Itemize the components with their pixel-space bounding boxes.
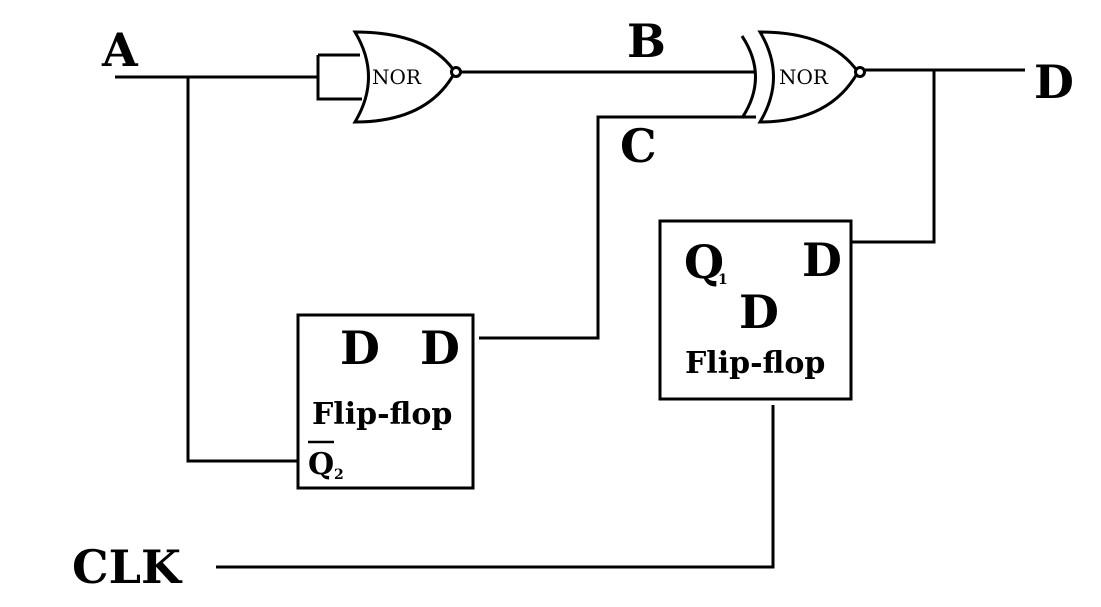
nor-gate-2	[757, 30, 860, 124]
flipflop-right-q-subscript: 1	[718, 272, 728, 288]
flipflop-right-letter-1: D	[802, 233, 842, 287]
wire-d-feedback	[851, 70, 936, 244]
flipflop-left-name: Flip-flop	[312, 397, 452, 432]
signal-label-clk: CLK	[72, 540, 183, 594]
wire-gate1-tied-inputs	[316, 55, 362, 101]
flipflop-left-letter-1: D	[340, 321, 380, 375]
signal-label-b: B	[627, 14, 666, 68]
flipflop-left-q-output: Q	[308, 447, 334, 482]
nor-gate-1-label: NOR	[372, 65, 422, 89]
wire-c	[479, 115, 756, 340]
flipflop-right-q-output: Q	[684, 235, 724, 289]
flipflop-left-box	[296, 313, 475, 490]
flipflop-right-letter-2: D	[739, 285, 779, 339]
wire-a-branch	[186, 77, 298, 463]
nor-gate-2-bubble	[854, 66, 866, 78]
signal-label-c: C	[620, 119, 657, 173]
flipflop-left-letter-2: D	[420, 321, 460, 375]
flipflop-right-name: Flip-flop	[685, 346, 825, 381]
nor-gate-2-label: NOR	[779, 65, 829, 89]
nor-gate-1-bubble	[450, 66, 462, 78]
nor-gate-2-extra-arc	[740, 35, 757, 119]
signal-label-d-output: D	[1034, 55, 1074, 109]
nor-gate-1	[352, 30, 457, 124]
signal-label-a: A	[101, 23, 139, 77]
flipflop-right-box	[658, 219, 853, 401]
flipflop-left-q-subscript: 2	[334, 467, 344, 483]
wire-clk	[216, 405, 775, 569]
